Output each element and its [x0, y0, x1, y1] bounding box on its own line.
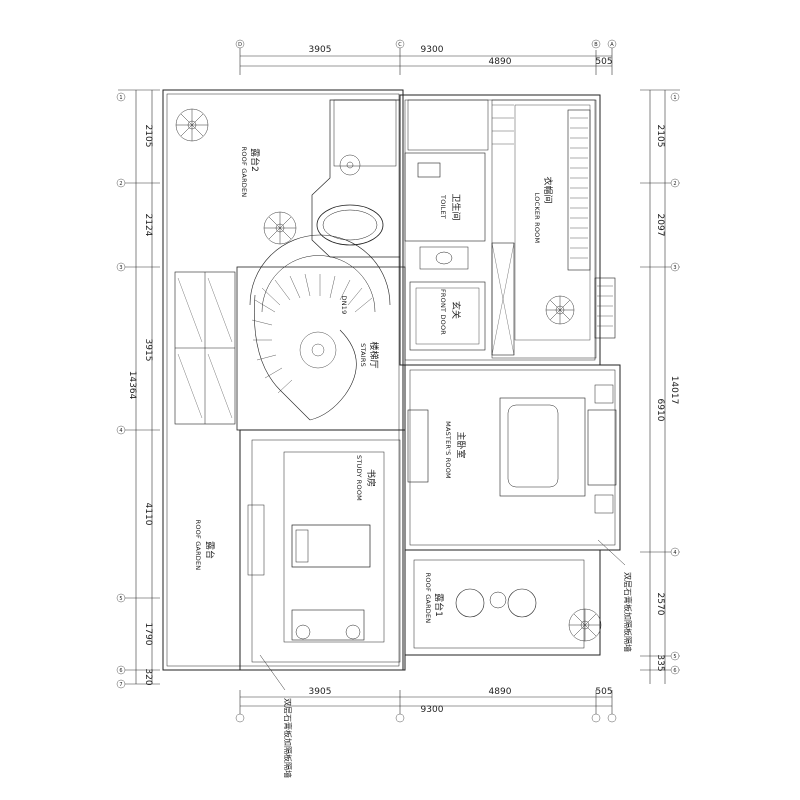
room-label-study-room-en: STUDY ROOM: [355, 455, 363, 501]
annotations: 双层石膏板加隔板隔墙 双层石膏板加隔板隔墙: [259, 539, 633, 778]
room-label-roof-garden-1-zh: 露台1: [433, 593, 445, 617]
stair-treads: [251, 273, 373, 394]
svg-text:A: A: [610, 42, 614, 48]
dim-left-3: 3915: [143, 339, 153, 362]
svg-text:1: 1: [119, 95, 122, 101]
plant-icon: [175, 108, 209, 142]
plant-icon: [545, 295, 575, 325]
dim-right-5: 335: [655, 654, 665, 671]
room-label-roof-garden-en: ROOF GARDEN: [194, 520, 202, 571]
svg-text:2: 2: [673, 181, 676, 187]
room-label-stairs-zh: 楼梯厅: [368, 341, 380, 368]
svg-text:B: B: [594, 42, 598, 48]
axis-labels: D C B A 1 2 3 4 5 6 7 1 2 3 4 5 6: [119, 42, 676, 688]
axis-markers: [116, 39, 680, 723]
dim-right-4: 2570: [655, 593, 665, 616]
room-label-roof-garden-zh: 露台: [204, 541, 216, 559]
room-label-locker-room-zh: 衣帽间: [542, 176, 554, 203]
note-bottom-wall: 双层石膏板加隔板隔墙: [283, 698, 293, 778]
svg-text:C: C: [398, 42, 402, 48]
dim-top-3: 505: [595, 57, 612, 67]
dim-bottom-3: 505: [595, 687, 612, 697]
room-label-front-door-zh: 玄关: [450, 301, 462, 319]
room-labels: 露台2 ROOF GARDEN 卫生间 TOILET 衣帽间 LOCKER RO…: [194, 147, 554, 624]
svg-text:6: 6: [673, 668, 676, 674]
svg-text:3: 3: [673, 265, 676, 271]
room-label-toilet-zh: 卫生间: [450, 193, 462, 220]
svg-text:6: 6: [119, 668, 122, 674]
plant-icon: [568, 608, 602, 642]
room-label-roof-garden-2-zh: 露台2: [249, 148, 261, 172]
room-label-toilet-en: TOILET: [439, 194, 447, 219]
dim-left-5: 1790: [143, 623, 153, 646]
room-label-stairs-en: STAIRS: [359, 343, 367, 367]
room-label-roof-garden-1-en: ROOF GARDEN: [424, 573, 432, 624]
svg-text:D: D: [238, 42, 242, 48]
svg-text:5: 5: [673, 654, 676, 660]
plant-icon: [339, 154, 361, 176]
dim-right-1: 2105: [655, 125, 665, 148]
dim-top-1: 3905: [309, 45, 332, 55]
dim-bottom-2: 4890: [489, 687, 512, 697]
walls: [162, 89, 621, 671]
room-label-master-room-zh: 主卧室: [455, 431, 467, 458]
svg-text:5: 5: [119, 596, 122, 602]
dim-left-4: 4110: [143, 503, 153, 526]
room-label-locker-room-en: LOCKER ROOM: [533, 193, 541, 244]
locker-shelves: [492, 104, 613, 327]
dim-left-6: 320: [143, 668, 153, 685]
dim-left-1: 2105: [143, 125, 153, 148]
plant-icon: [263, 211, 297, 245]
dim-right-2: 2097: [655, 214, 665, 237]
dim-bottom-1: 3905: [309, 687, 332, 697]
dimension-texts: 3905 9300 4890 505 3905 4890 505 9300 21…: [127, 45, 679, 715]
svg-text:2: 2: [119, 181, 122, 187]
room-label-front-door-en: FRONT DOOR: [439, 289, 447, 335]
dim-right-3: 6910: [655, 399, 665, 422]
dim-left-total: 14364: [127, 371, 137, 400]
room-label-master-room-en: MASTER'S ROOM: [444, 421, 452, 479]
dim-top-2: 4890: [489, 57, 512, 67]
room-label-study-room-zh: 书房: [365, 469, 377, 487]
dim-top-total: 9300: [421, 45, 444, 55]
room-label-roof-garden-2-en: ROOF GARDEN: [240, 147, 248, 198]
svg-text:4: 4: [673, 550, 676, 556]
svg-text:4: 4: [119, 428, 122, 434]
svg-text:1: 1: [673, 95, 676, 101]
dim-left-2: 2124: [143, 214, 153, 237]
dim-right-total: 14017: [669, 376, 679, 405]
plant-icons: [175, 108, 602, 642]
svg-text:7: 7: [119, 682, 122, 688]
svg-text:3: 3: [119, 265, 122, 271]
stair-direction-label: DN19: [340, 296, 348, 315]
dim-bottom-total: 9300: [421, 705, 444, 715]
note-right-wall: 双层石膏板加隔板隔墙: [623, 572, 633, 652]
